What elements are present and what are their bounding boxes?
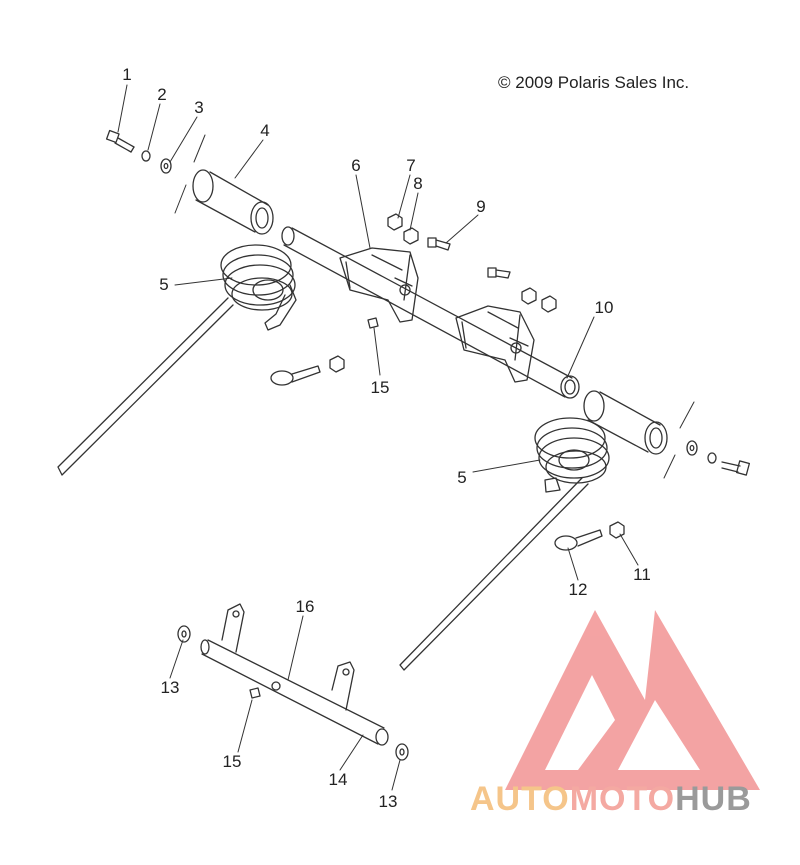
callout-5-right: 5 (457, 468, 467, 487)
bracket-6-right (455, 305, 535, 383)
callout-6: 6 (351, 156, 361, 175)
callout-12: 12 (568, 580, 588, 599)
callout-2: 2 (157, 85, 167, 104)
assembly-axis-lines (174, 134, 695, 479)
grease-fitting-15-upper (367, 317, 379, 329)
washer-right-1 (686, 440, 698, 456)
copyright-text: © 2009 Polaris Sales Inc. (498, 73, 690, 92)
brand-part-moto: MOTO (569, 780, 676, 818)
nut-11 (609, 521, 625, 539)
nut-8 (403, 227, 419, 245)
callout-9: 9 (476, 197, 486, 216)
bushing-4 (192, 169, 274, 235)
callout-13-right: 13 (378, 792, 398, 811)
washer-13-left (177, 625, 191, 643)
nut-right-2 (541, 295, 557, 313)
pivot-tube-10 (281, 226, 580, 399)
nut-7 (387, 213, 403, 231)
bolt-right-end (721, 460, 751, 476)
brand-logo-icon (505, 610, 760, 790)
callout-5: 5 (159, 275, 169, 294)
callout-10: 10 (594, 298, 614, 317)
nut-right-1 (521, 287, 537, 305)
washer-13-right (395, 743, 409, 761)
callout-15-lower: 15 (222, 752, 242, 771)
bolt-9 (427, 237, 451, 251)
washer-2 (141, 150, 151, 162)
washer-right-2 (707, 452, 717, 464)
callout-11: 11 (633, 565, 651, 584)
shaft-16 (200, 603, 389, 746)
bracket-6-left (339, 247, 419, 323)
bushing-right (583, 390, 668, 455)
callout-15-upper: 15 (370, 378, 390, 397)
grease-fitting-15-lower (249, 687, 261, 699)
callout-13-left: 13 (160, 678, 180, 697)
brand-part-hub: HUB (675, 780, 752, 818)
bolt-right (487, 267, 511, 279)
callout-16: 16 (295, 597, 315, 616)
eye-bolt-12 (554, 529, 603, 551)
callout-3: 3 (194, 98, 204, 117)
bolt-1 (105, 129, 135, 153)
eye-bolt-upper (270, 355, 345, 386)
torsion-spring-5-right (399, 417, 610, 671)
leader-lines (117, 84, 639, 791)
brand-wordmark: AUTOMOTOHUB (470, 780, 752, 819)
brand-part-auto: AUTO (470, 780, 570, 818)
callout-14: 14 (328, 770, 348, 789)
callout-1: 1 (122, 65, 132, 84)
torsion-spring-5-left (57, 244, 297, 476)
callout-8: 8 (413, 174, 423, 193)
callout-4: 4 (260, 121, 270, 140)
callout-7: 7 (406, 156, 416, 175)
washer-3 (160, 158, 172, 174)
